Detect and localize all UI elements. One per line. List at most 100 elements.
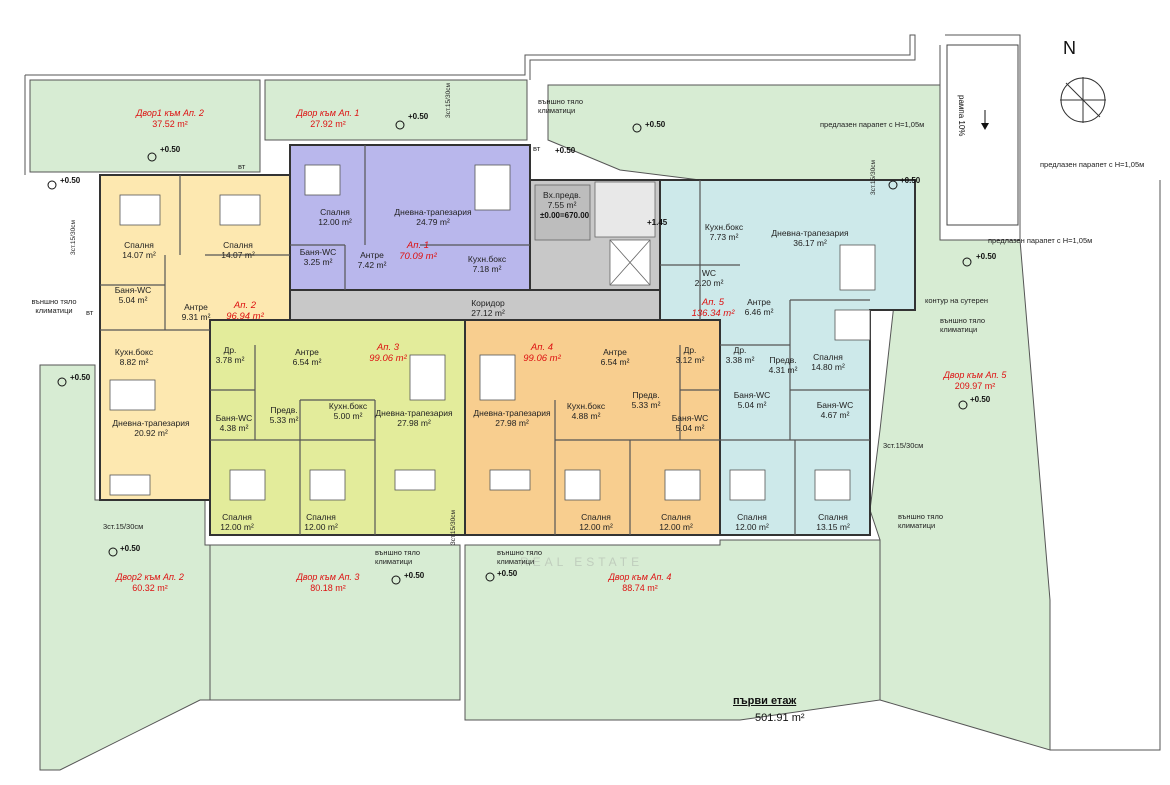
yard-ap4 <box>464 539 881 721</box>
level-label: +0.50 <box>408 112 429 121</box>
level-label: +0.50 <box>497 569 518 578</box>
parapet-note: предлазен парапет с H=1,05м <box>820 120 925 129</box>
level-markers <box>47 120 972 585</box>
ac-unit-note: външно тяло климатици <box>940 316 986 334</box>
ac-unit-note: външно тяло климатици <box>31 297 77 315</box>
stairs-note: 3ст.15/30см <box>103 522 144 531</box>
level-label: ±0.00=670.00 <box>540 211 590 220</box>
stairs-note: 3ст.15/30см <box>445 83 452 118</box>
basement-note: контур на сутерен <box>925 296 989 305</box>
parapet-note: предлазен парапет с H=1,05м <box>1040 160 1145 169</box>
ac-unit-note: външно тяло климатици <box>375 548 421 566</box>
compass-icon <box>1060 77 1106 123</box>
room-label: Предв.5.33 m² <box>269 405 299 425</box>
level-label: +1.45 <box>647 218 668 227</box>
parapet-note: предлазен парапет с H=1,05м <box>988 236 1093 245</box>
yard-ap1 <box>264 79 528 141</box>
interior-walls <box>100 145 870 535</box>
level-label: +0.50 <box>160 145 181 154</box>
level-label: +0.50 <box>70 373 91 382</box>
room-label: Др.3.38 m² <box>725 345 755 365</box>
ac-unit-note: външно тяло климатици <box>538 97 584 115</box>
stairs-note: 3ст.15/30см <box>450 510 457 545</box>
vt-note: вт <box>86 308 94 317</box>
watermark: REAL ESTATE <box>520 555 644 569</box>
level-label: +0.50 <box>404 571 425 580</box>
zone-corridor <box>289 289 661 321</box>
level-label: +0.50 <box>900 176 921 185</box>
vt-note: вт <box>238 162 246 171</box>
room-label: Др.3.78 m² <box>215 345 245 365</box>
vt-note: вт <box>533 144 541 153</box>
floor-area: 501.91 m² <box>755 712 805 724</box>
stairs-note: 3ст.15/30см <box>870 160 877 195</box>
room-label: Предв.4.31 m² <box>768 355 798 375</box>
level-label: +0.50 <box>60 176 81 185</box>
room-label: Предв.5.33 m² <box>631 390 661 410</box>
stairs <box>534 181 656 286</box>
yard-ap3 <box>209 544 461 701</box>
yards <box>29 79 1051 771</box>
level-label: +0.50 <box>976 252 997 261</box>
furniture <box>109 164 876 501</box>
level-label: +0.50 <box>645 120 666 129</box>
ramp <box>946 44 1019 226</box>
level-label: +0.50 <box>555 146 576 155</box>
stairs-note: 3ст.15/30см <box>883 441 924 450</box>
ac-unit-note: външно тяло климатици <box>898 512 944 530</box>
room-label: Вх.предв.7.55 m² <box>543 190 581 210</box>
ac-unit-note: външно тяло климатици <box>497 548 543 566</box>
level-label: +0.50 <box>120 544 141 553</box>
north-label: N <box>1063 38 1076 58</box>
floor-name: първи етаж <box>733 695 797 707</box>
room-label: Др.3.12 m² <box>675 345 705 365</box>
stairs-note: 3ст.15/30см <box>70 220 77 255</box>
yard-ap2-1 <box>29 79 261 173</box>
plot-boundaries <box>24 34 1161 751</box>
level-label: +0.50 <box>970 395 991 404</box>
